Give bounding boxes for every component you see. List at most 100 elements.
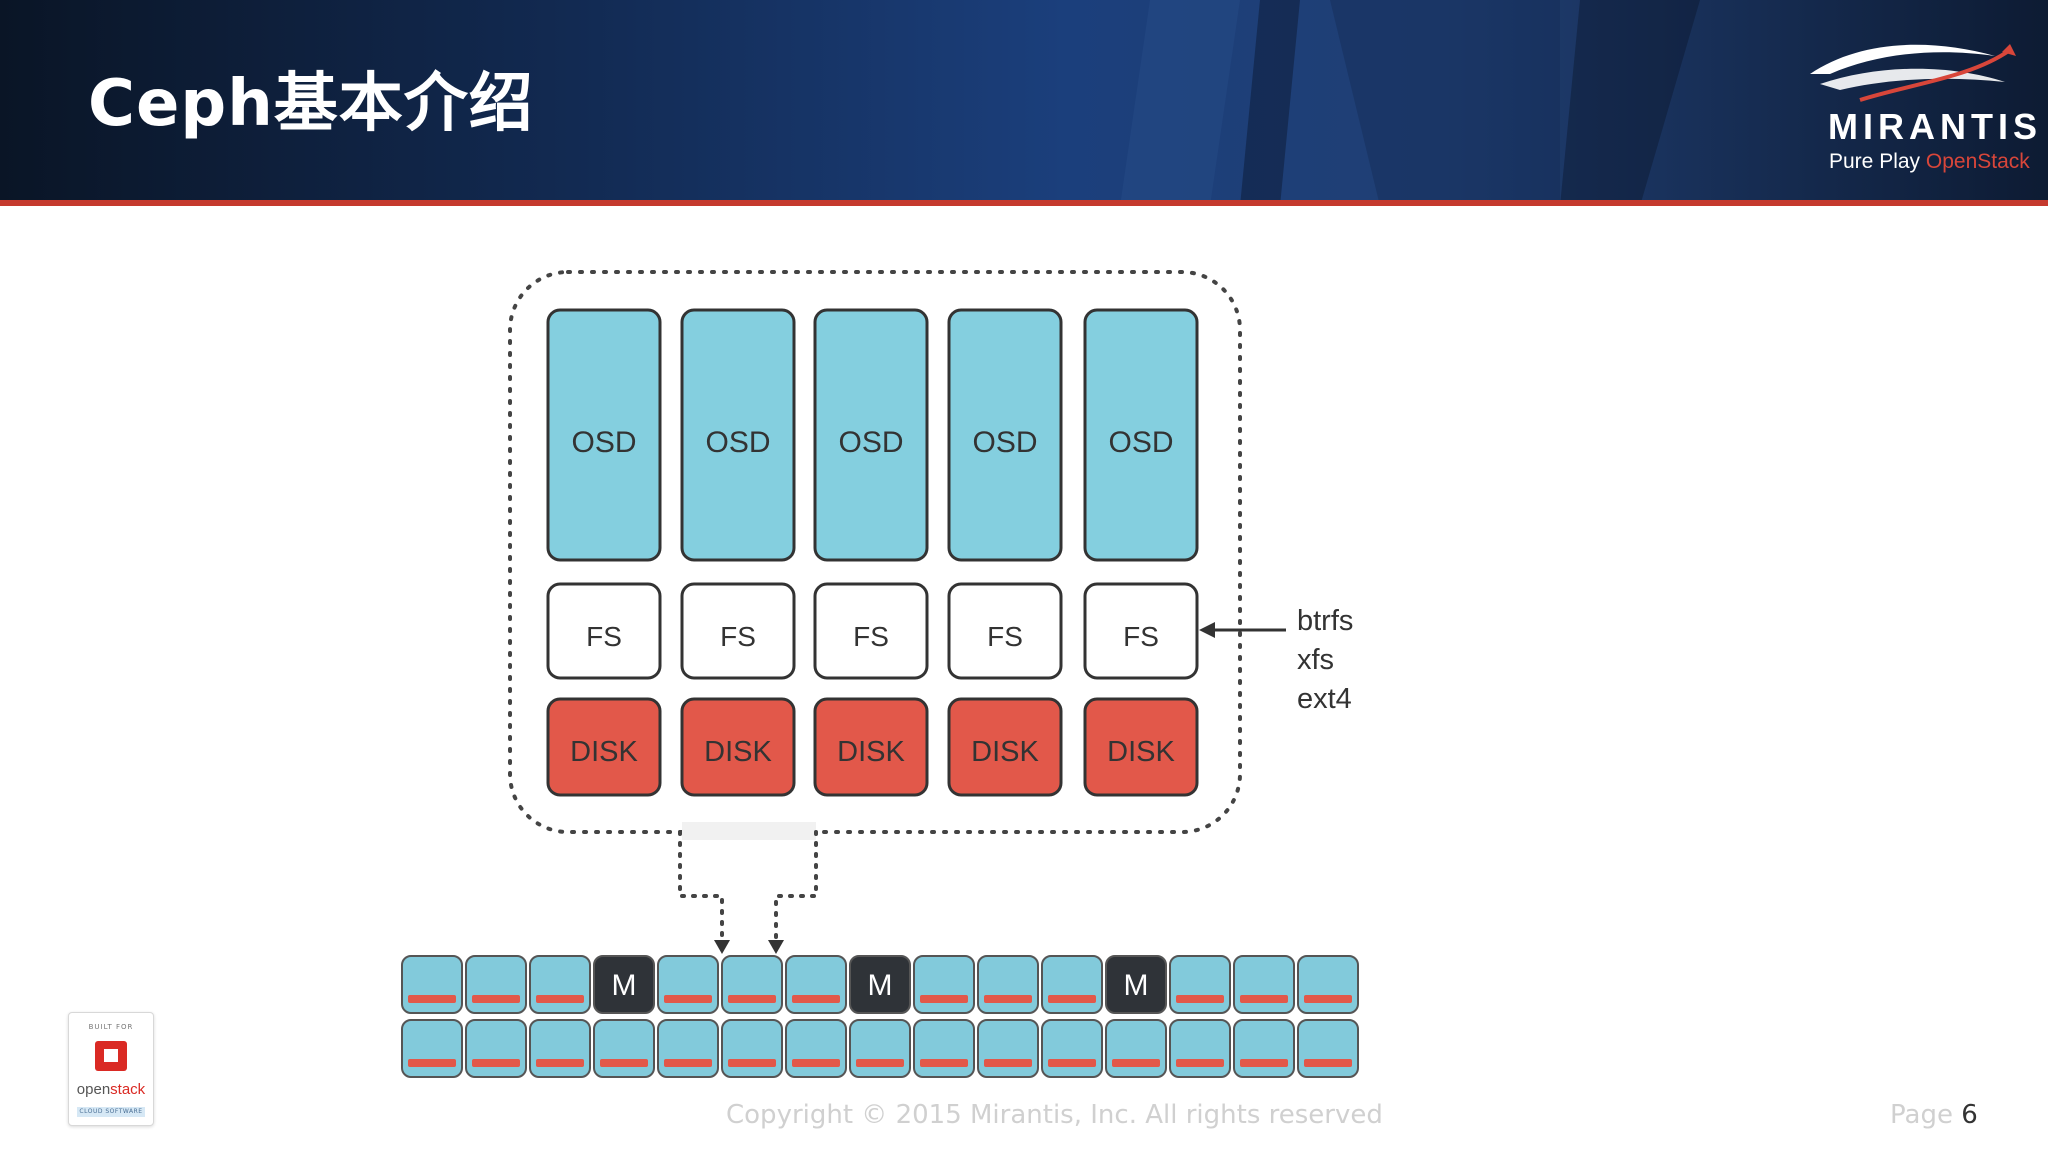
- fs-label: FS: [1123, 621, 1159, 652]
- storage-node: [785, 955, 847, 1014]
- fs-type-label: xfs: [1297, 644, 1334, 676]
- connector-right: [774, 830, 818, 946]
- storage-node: [465, 955, 527, 1014]
- disk-box: [947, 697, 1063, 797]
- osd-box: [813, 308, 929, 562]
- storage-node: [1041, 955, 1103, 1014]
- connector-left-arrow: [714, 940, 730, 954]
- badge-name-prefix: open: [76, 1081, 111, 1098]
- fs-label: FS: [987, 621, 1023, 652]
- osd-box: [1083, 308, 1199, 562]
- storage-node: [657, 1019, 719, 1078]
- storage-node-disk-bar: [536, 995, 584, 1003]
- fs-type-label: ext4: [1297, 683, 1352, 715]
- osd-label: OSD: [1108, 426, 1173, 459]
- storage-node-disk-bar: [728, 995, 776, 1003]
- storage-node: [913, 1019, 975, 1078]
- fs-box: [947, 582, 1063, 680]
- storage-node: [849, 1019, 911, 1078]
- osd-box: [546, 308, 662, 562]
- storage-node-disk-bar: [408, 995, 456, 1003]
- page-number: Page 6: [1890, 1100, 1978, 1130]
- connector-left: [678, 830, 724, 946]
- storage-node: [1105, 1019, 1167, 1078]
- storage-node-disk-bar: [408, 1059, 456, 1067]
- badge-subtext: CLOUD SOFTWARE: [77, 1107, 145, 1117]
- storage-node: [721, 1019, 783, 1078]
- osd-label: OSD: [838, 426, 903, 459]
- storage-node: [657, 955, 719, 1014]
- storage-node-disk-bar: [472, 1059, 520, 1067]
- monitor-node: [593, 955, 655, 1014]
- monitor-node: [849, 955, 911, 1014]
- monitor-label: M: [612, 969, 637, 1002]
- storage-node-disk-bar: [472, 995, 520, 1003]
- logo-tagline: Pure Play OpenStack: [1829, 150, 2030, 174]
- fs-type-label: btrfs: [1297, 605, 1353, 637]
- storage-node-disk-bar: [792, 1059, 840, 1067]
- fs-label: FS: [853, 621, 889, 652]
- logo-wordmark: MIRANTIS: [1828, 106, 2042, 147]
- monitor-label: M: [1124, 969, 1149, 1002]
- boundary-gap: [682, 822, 816, 840]
- connector-right-arrow: [768, 940, 784, 954]
- fs-box: [546, 582, 662, 680]
- storage-node-disk-bar: [1304, 1059, 1352, 1067]
- disk-label: DISK: [704, 736, 772, 768]
- storage-node-disk-bar: [920, 1059, 968, 1067]
- storage-node-disk-bar: [600, 1059, 648, 1067]
- disk-box: [680, 697, 796, 797]
- disk-box: [1083, 697, 1199, 797]
- fs-label: FS: [586, 621, 622, 652]
- storage-node-disk-bar: [1112, 1059, 1160, 1067]
- storage-node: [721, 955, 783, 1014]
- storage-node-disk-bar: [984, 995, 1032, 1003]
- storage-node-disk-bar: [1304, 995, 1352, 1003]
- osd-label: OSD: [972, 426, 1037, 459]
- storage-node-disk-bar: [920, 995, 968, 1003]
- storage-node-disk-bar: [664, 995, 712, 1003]
- disk-label: DISK: [971, 736, 1039, 768]
- fs-box: [680, 582, 796, 680]
- storage-node-disk-bar: [1176, 995, 1224, 1003]
- storage-node-disk-bar: [792, 995, 840, 1003]
- storage-node: [465, 1019, 527, 1078]
- storage-node: [1169, 1019, 1231, 1078]
- disk-label: DISK: [837, 736, 905, 768]
- storage-node: [977, 1019, 1039, 1078]
- fs-box: [1083, 582, 1199, 680]
- badge-name: openstack: [69, 1081, 153, 1098]
- osd-label: OSD: [705, 426, 770, 459]
- ceph-architecture-diagram: OSDFSDISKOSDFSDISKOSDFSDISKOSDFSDISKOSDF…: [401, 270, 1359, 1078]
- storage-node: [1169, 955, 1231, 1014]
- storage-node: [593, 1019, 655, 1078]
- osd-label: OSD: [571, 426, 636, 459]
- storage-node-disk-bar: [1048, 1059, 1096, 1067]
- storage-node-disk-bar: [984, 1059, 1032, 1067]
- osd-box: [947, 308, 1063, 562]
- mirantis-logo: MIRANTIS Pure Play OpenStack: [1800, 34, 2037, 184]
- storage-node: [529, 955, 591, 1014]
- storage-node-disk-bar: [728, 1059, 776, 1067]
- storage-node-disk-bar: [536, 1059, 584, 1067]
- disk-label: DISK: [570, 736, 638, 768]
- storage-node-disk-bar: [1176, 1059, 1224, 1067]
- storage-node-disk-bar: [1240, 1059, 1288, 1067]
- badge-top-text: BUILT FOR: [88, 1023, 134, 1031]
- page-number-value: 6: [1961, 1100, 1978, 1130]
- storage-node: [1233, 1019, 1295, 1078]
- storage-node: [401, 1019, 463, 1078]
- monitor-label: M: [868, 969, 893, 1002]
- fs-arrow-head: [1199, 622, 1215, 638]
- badge-name-highlight: stack: [110, 1081, 146, 1098]
- storage-node: [785, 1019, 847, 1078]
- storage-node: [401, 955, 463, 1014]
- fs-box: [813, 582, 929, 680]
- storage-node: [1297, 1019, 1359, 1078]
- disk-label: DISK: [1107, 736, 1175, 768]
- mirantis-swoosh-icon: [1810, 44, 2016, 102]
- monitor-node: [1105, 955, 1167, 1014]
- storage-node: [913, 955, 975, 1014]
- header-banner: Ceph基本介绍 MIRANTIS Pure Play OpenStack: [0, 0, 2048, 206]
- storage-node-disk-bar: [1240, 995, 1288, 1003]
